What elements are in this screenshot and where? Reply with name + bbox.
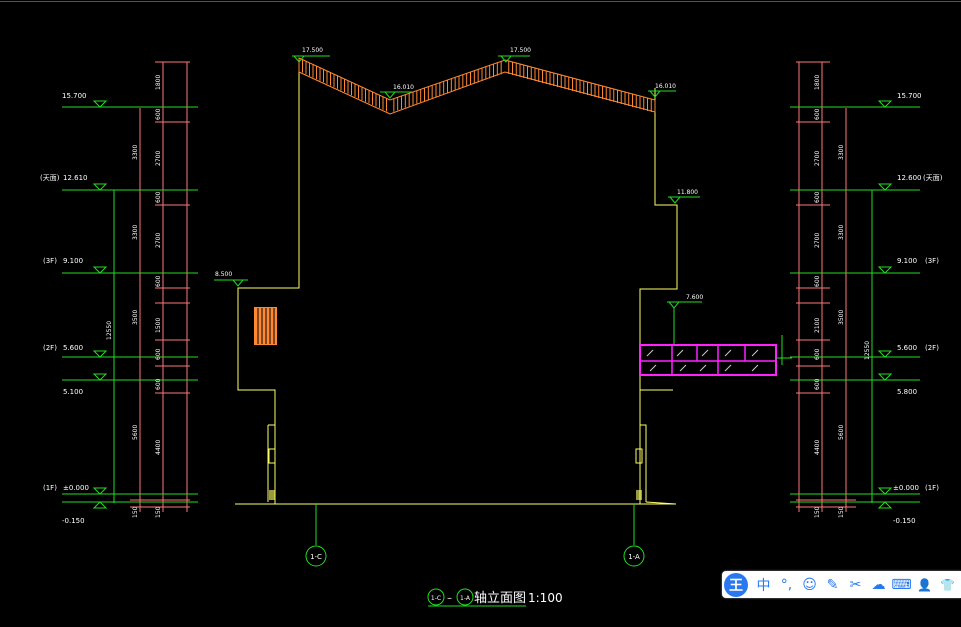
left-wing-level: 8.500 [214, 271, 248, 287]
left-dim-inner-2: 2700 [155, 151, 162, 166]
right-dim-inner-2: 2700 [814, 151, 821, 166]
right-level-9-tag: (3F) [925, 257, 939, 265]
left-dim-total: 12550 [106, 321, 113, 340]
louver-vent [254, 307, 277, 345]
roof [298, 57, 656, 115]
axis-left-label: 1-C [310, 553, 322, 561]
scissors-icon[interactable]: ✂ [849, 576, 862, 593]
left-level-9100: 9.100 [63, 257, 83, 265]
roof-label-ridge-right: 17.500 [510, 47, 531, 54]
right-level-neg: -0.150 [893, 517, 916, 525]
canopy-level-label: 7.600 [686, 294, 703, 301]
right-level-5800: 5.800 [897, 388, 917, 396]
right-mid-level: 11.800 [668, 189, 700, 204]
left-base-details [268, 448, 643, 500]
right-dim-outer-5: 5600 [838, 425, 845, 440]
ime-mode-button[interactable]: 中 [756, 577, 771, 594]
ime-toolbar[interactable]: 王 中 °, ☺ ✎ ✂ ☁ ⌨ 👤 👕 [722, 571, 961, 598]
pen-icon[interactable]: ✎ [826, 576, 839, 593]
ime-punct-button[interactable]: °, [780, 576, 793, 593]
drawing-title: 1-C – 1-A 轴立面图 1:100 [427, 588, 563, 607]
right-level-5600: 5.600 [897, 344, 917, 352]
roof-levels: 17.500 17.500 16.010 16.010 [292, 47, 676, 99]
left-dim-outer-4: 3500 [132, 310, 139, 325]
left-dim-inner-1: 600 [155, 108, 162, 120]
title-name: 轴立面图 [474, 591, 526, 606]
left-dim-outer-1: 1800 [155, 75, 162, 90]
left-level-0-tag: (1F) [43, 484, 57, 492]
right-dim-inner-3: 600 [814, 191, 821, 203]
left-dim-inner-3: 600 [155, 191, 162, 203]
roof-label-eave-right: 16.010 [655, 83, 676, 90]
left-dim-inner-7: 600 [155, 348, 162, 360]
left-level-5-tag: (2F) [43, 344, 57, 352]
left-level-9-tag: (3F) [43, 257, 57, 265]
left-dim-outer-2: 3300 [132, 145, 139, 160]
left-dimension-scale: 15.700 (天面) 12.610 (3F) 9.100 (2F) 5.600… [40, 61, 198, 525]
right-dim-outer-2: 3300 [838, 145, 845, 160]
right-level-15700: 15.700 [897, 92, 922, 100]
keyboard-icon[interactable]: ⌨ [891, 576, 912, 593]
title-axis-a: 1-C [431, 595, 441, 602]
right-dim-inner-5: 600 [814, 275, 821, 287]
right-dim-outer-4: 3500 [838, 310, 845, 325]
right-dim-inner-10: 150 [814, 506, 821, 518]
left-dim-outer-6: 150 [132, 506, 139, 518]
left-dim-outer-5: 5600 [132, 425, 139, 440]
title-scale: 1:100 [528, 591, 563, 605]
left-dim-outer-3: 3300 [132, 225, 139, 240]
glass-canopy: 7.600 [639, 294, 792, 376]
right-dim-inner-9: 4400 [814, 440, 821, 455]
shirt-icon[interactable]: 👕 [940, 577, 955, 592]
right-dim-outer-6: 150 [838, 506, 845, 518]
right-level-0: ±0.000 [893, 484, 919, 492]
axis-right-label: 1-A [628, 553, 640, 561]
title-dash: – [447, 593, 452, 604]
right-dim-inner-4: 2700 [814, 233, 821, 248]
right-dimension-scale: 15.700 12.600 (天面) 9.100 (3F) 5.600 (2F)… [790, 61, 943, 525]
left-dim-inner-10: 150 [155, 506, 162, 518]
left-dim-inner-8: 600 [155, 378, 162, 390]
right-dim-outer-3: 3300 [838, 225, 845, 240]
left-dim-inner-6: 1500 [155, 318, 162, 333]
right-dim-outer-1: 1800 [814, 75, 821, 90]
right-mid-level-label: 11.800 [677, 189, 698, 196]
right-level-9100: 9.100 [897, 257, 917, 265]
right-dim-inner-7: 600 [814, 348, 821, 360]
user-icon[interactable]: 👤 [917, 577, 932, 592]
left-dim-inner-9: 4400 [155, 440, 162, 455]
right-level-5-tag: (2F) [925, 344, 939, 352]
left-level-5100: 5.100 [63, 388, 83, 396]
left-level-neg: -0.150 [62, 517, 85, 525]
right-level-12-tag: (天面) [923, 174, 943, 182]
ime-logo-icon[interactable]: 王 [724, 572, 748, 597]
building-outline [235, 58, 678, 505]
right-dim-total: 12550 [864, 341, 871, 360]
cloud-icon[interactable]: ☁ [871, 576, 886, 593]
left-wing-level-label: 8.500 [215, 271, 232, 278]
left-level-12610: 12.610 [63, 174, 88, 182]
left-level-5600: 5.600 [63, 344, 83, 352]
title-axis-b: 1-A [460, 595, 471, 602]
right-dim-inner-8: 600 [814, 378, 821, 390]
roof-label-valley: 16.010 [393, 84, 414, 91]
left-level-12-tag: (天面) [40, 174, 60, 182]
right-level-0-tag: (1F) [925, 484, 939, 492]
grid-axes: 1-C 1-A [305, 504, 645, 567]
emoji-icon[interactable]: ☺ [802, 576, 817, 593]
left-dim-inner-5: 600 [155, 275, 162, 287]
left-dim-inner-4: 2700 [155, 233, 162, 248]
right-dim-inner-1: 600 [814, 108, 821, 120]
right-dim-inner-6: 2100 [814, 318, 821, 333]
left-level-0: ±0.000 [63, 484, 89, 492]
right-level-12600: 12.600 [897, 174, 922, 182]
left-level-15700: 15.700 [62, 92, 87, 100]
roof-label-eave-left: 17.500 [302, 47, 323, 54]
